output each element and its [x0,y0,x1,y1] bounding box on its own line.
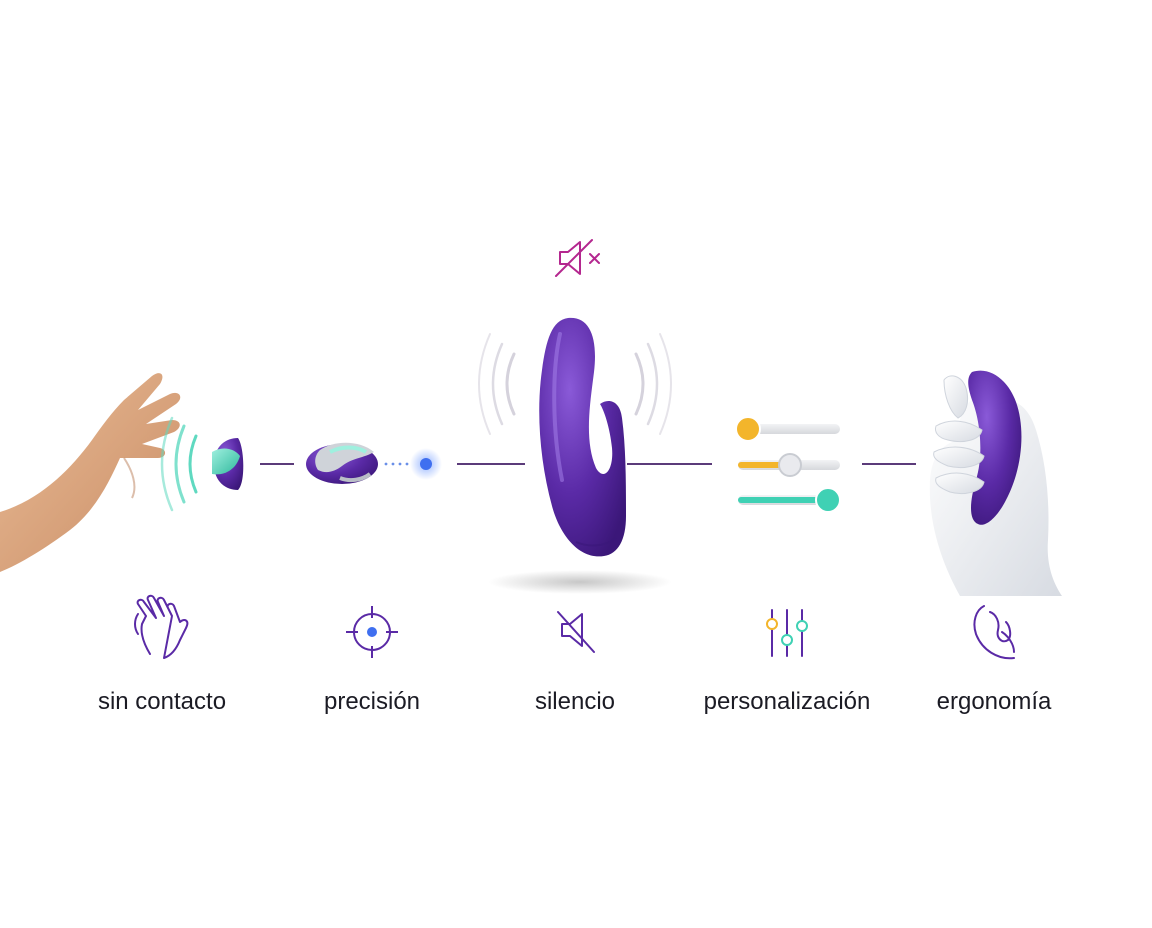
hand-device-icon [973,605,1015,660]
feature-label-personalizacion: personalización [703,688,871,715]
feature-label-sin-contacto: sin contacto [97,688,227,715]
crosshair-target-icon [346,606,398,658]
speaker-mute-icon [557,611,595,653]
small-device-illustration [212,438,244,490]
mute-indicator-icon [555,239,600,277]
hand-wave-icon [134,594,189,659]
sliders-icon [766,609,808,657]
holding-hand-illustration [929,370,1062,596]
reaching-hand-illustration [0,373,181,572]
sliders-illustration [735,416,841,513]
device-shadow [488,570,672,594]
sensor-waves [160,416,198,512]
precision-dots [384,462,409,466]
egg-device-illustration [306,442,378,484]
central-device-illustration [539,317,626,557]
feature-label-silencio: silencio [534,688,616,715]
quiet-waves [478,333,672,435]
feature-label-precision: precisión [323,688,421,715]
feature-label-ergonomia: ergonomía [936,688,1052,715]
precision-point [420,458,432,470]
